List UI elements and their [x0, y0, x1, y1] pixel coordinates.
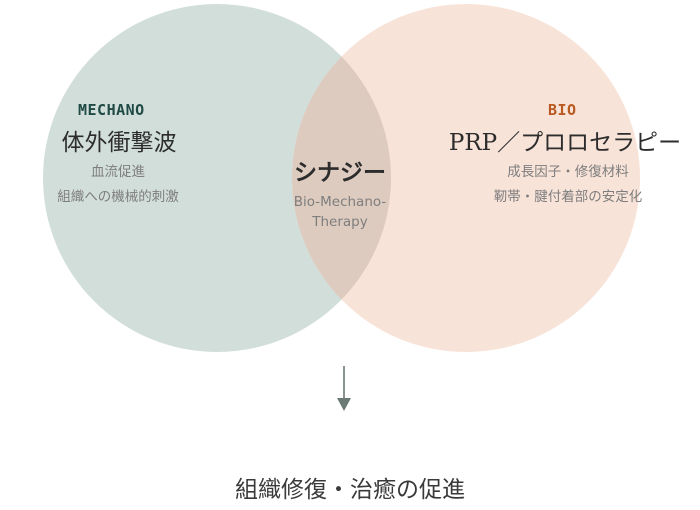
down-arrow-icon [337, 366, 351, 411]
synergy-title: シナジー [294, 159, 386, 186]
mechano-point: 血流促進 [91, 164, 145, 180]
bio-title: PRP／プロロセラピー [448, 130, 682, 156]
bio-point: 靭帯・腱付着部の安定化 [493, 189, 643, 205]
result-text: 組織修復・治癒の促進 [235, 477, 465, 503]
synergy-subtitle: Bio-Mechano- [293, 194, 387, 210]
mechano-title: 体外衝撃波 [61, 130, 177, 156]
bio-point: 成長因子・修復材料 [507, 164, 629, 180]
bio-eyebrow: BIO [548, 101, 577, 119]
mechano-circle [43, 4, 391, 352]
mechano-eyebrow: MECHANO [78, 101, 145, 119]
mechano-point: 組織への機械的刺激 [57, 189, 179, 205]
synergy-subtitle: Therapy [312, 214, 368, 230]
bio-circle [292, 4, 640, 352]
